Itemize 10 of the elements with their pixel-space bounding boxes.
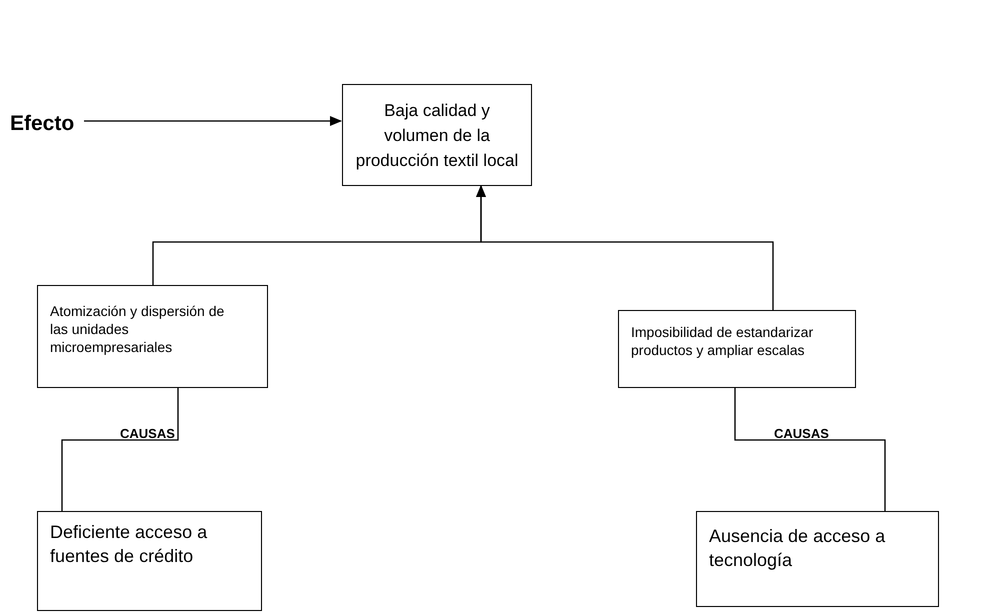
process-box: Atomización y dispersión de las unidades microempresariales xyxy=(37,285,268,388)
causes-label: CAUSAS xyxy=(774,426,829,442)
connector-arrow xyxy=(84,116,342,126)
process-box: Baja calidad y volumen de la producción textil local xyxy=(342,84,532,186)
process-box: Deficiente acceso a fuentes de crédito xyxy=(37,511,262,611)
process-box: Ausencia de acceso a tecnología xyxy=(696,511,939,607)
connector-arrow xyxy=(476,185,774,310)
effect-label: Efecto xyxy=(10,110,84,138)
causes-label: CAUSAS xyxy=(120,426,175,442)
process-box: Imposibilidad de estandarizar productos y ampliar escalas xyxy=(618,310,856,388)
